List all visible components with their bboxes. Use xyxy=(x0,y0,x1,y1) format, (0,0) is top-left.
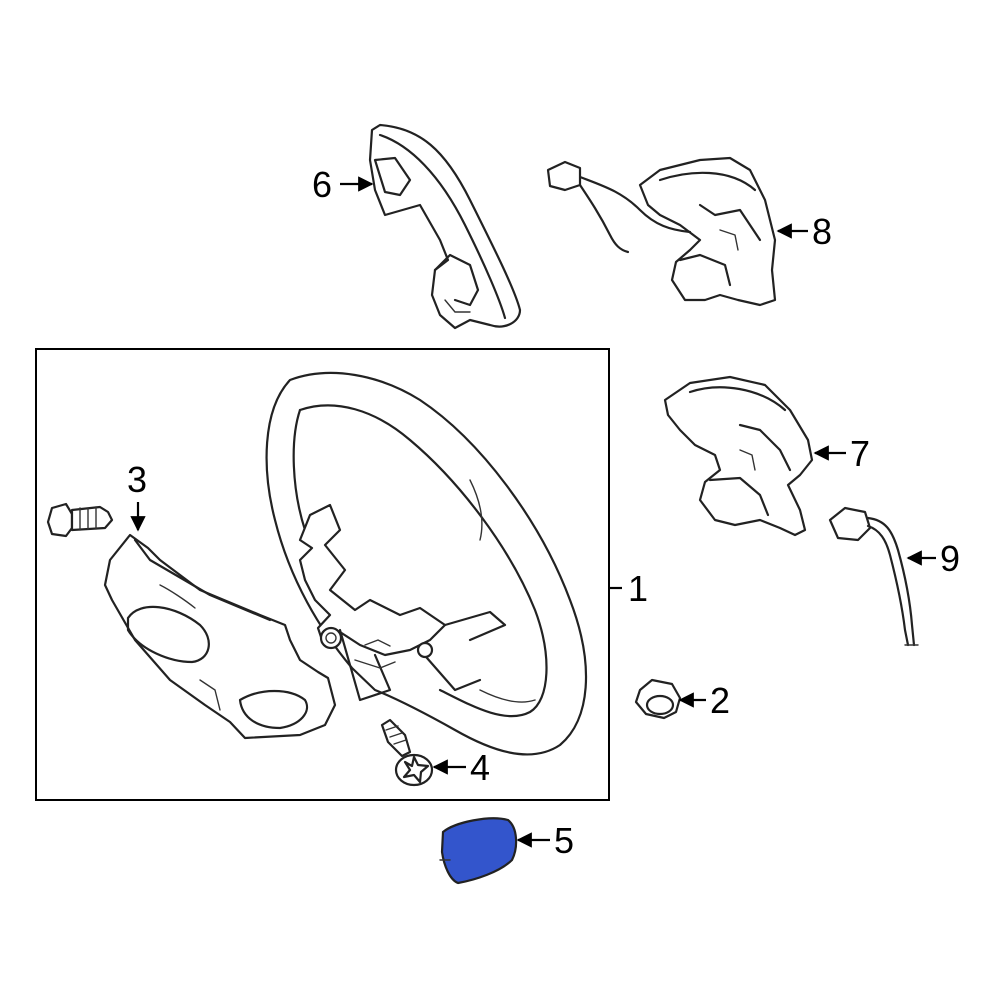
part-7-switch-assembly[interactable] xyxy=(663,375,814,537)
part-5-highlight-shape[interactable] xyxy=(440,817,518,885)
part-2-nut[interactable] xyxy=(634,678,682,720)
callout-9: 9 xyxy=(940,538,960,579)
callout-8: 8 xyxy=(812,211,832,252)
callout-2: 2 xyxy=(710,680,730,721)
callout-5: 5 xyxy=(554,820,574,861)
part-3-lower-cover[interactable] xyxy=(103,533,337,740)
part-9-wire-harness[interactable] xyxy=(828,506,919,647)
part-6-side-cover[interactable] xyxy=(368,123,522,330)
part-5-cap[interactable] xyxy=(439,817,518,885)
callout-3: 3 xyxy=(127,459,147,500)
callout-7: 7 xyxy=(850,433,870,474)
part-4-screw[interactable] xyxy=(380,718,434,787)
callout-6: 6 xyxy=(312,164,332,205)
assembly-frame xyxy=(35,348,610,801)
callout-1: 1 xyxy=(628,568,648,609)
part-8-switch-assembly[interactable] xyxy=(546,156,777,307)
part-screw-top-left[interactable] xyxy=(46,502,114,538)
part-1-steering-wheel[interactable] xyxy=(265,371,588,756)
callout-4: 4 xyxy=(470,747,490,788)
